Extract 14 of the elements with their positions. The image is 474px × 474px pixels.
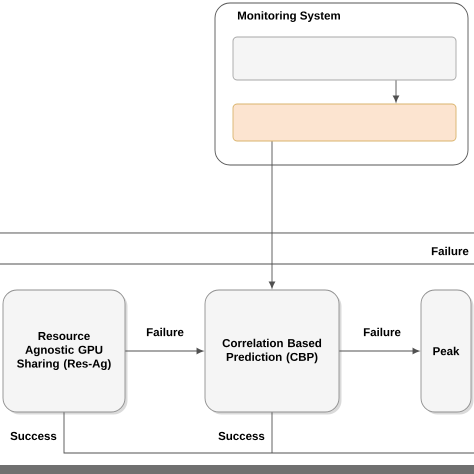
process-box: Resource Agnostic GPU Sharing (Res-Ag): [2, 290, 128, 414]
process-box: Correlation Based Prediction (CBP): [204, 290, 342, 414]
arrow: [339, 348, 420, 354]
arrow: [125, 348, 204, 354]
edge-label: Success: [217, 430, 266, 442]
edge-label: Failure: [362, 326, 402, 338]
arrow: [392, 80, 400, 102]
exporter-box: [232, 36, 456, 80]
edge-label: Success: [9, 430, 58, 442]
metrics-box: [232, 104, 456, 142]
process-box: Peak: [420, 290, 474, 414]
line-label: Failure: [430, 246, 470, 256]
edge-label: Failure: [145, 326, 185, 338]
arrow: [268, 141, 276, 288]
